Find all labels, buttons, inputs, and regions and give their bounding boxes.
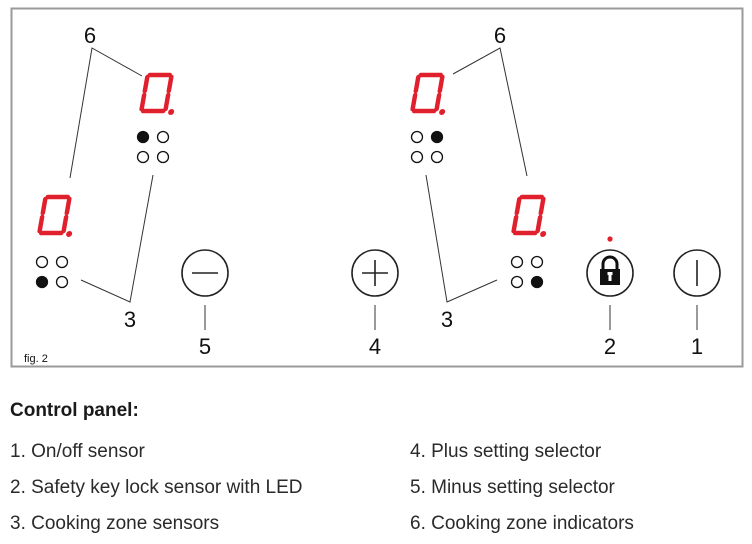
callout-lines-buttons <box>204 305 698 330</box>
callout-3-left: 3 <box>124 307 136 332</box>
minus-button[interactable] <box>181 249 229 297</box>
zone-sensor-dots[interactable] <box>410 130 444 164</box>
display-decimal-point <box>168 109 175 115</box>
sensor-dot-inactive[interactable] <box>530 255 544 269</box>
sensor-dot-inactive[interactable] <box>410 150 424 164</box>
display-segment <box>61 214 69 234</box>
sensor-dot-active[interactable] <box>430 130 444 144</box>
callout-lines-indicators <box>69 47 528 179</box>
plus-icon <box>362 260 388 286</box>
sensor-dot-inactive[interactable] <box>510 255 524 269</box>
cooking-zone-rear-right <box>410 72 446 164</box>
display-decimal-point <box>439 109 446 115</box>
legend-item-1: 1. On/off sensor <box>10 441 145 462</box>
sensor-dot-active[interactable] <box>136 130 150 144</box>
sensor-dot-inactive[interactable] <box>510 275 524 289</box>
display-segment <box>410 92 418 112</box>
display-decimal-point <box>66 231 73 237</box>
callout-3-right: 3 <box>441 307 453 332</box>
display-segment <box>142 74 150 94</box>
display-segment <box>413 74 421 94</box>
legend-item-2: 2. Safety key lock sensor with LED <box>10 477 303 498</box>
display-segment <box>434 92 442 112</box>
control-panel-figure: fig. 2 6 6 3 3 5 4 2 1 <box>10 7 744 368</box>
zone-display <box>511 194 547 237</box>
zone-display <box>410 72 446 115</box>
sensor-dot-inactive[interactable] <box>156 150 170 164</box>
display-segment <box>514 196 522 216</box>
sensor-dot-active[interactable] <box>530 275 544 289</box>
figure-caption: fig. 2 <box>24 353 48 365</box>
display-segment <box>538 196 546 216</box>
display-decimal-point <box>540 231 547 237</box>
legend-item-5: 5. Minus setting selector <box>410 477 615 498</box>
sensor-dot-inactive[interactable] <box>430 150 444 164</box>
legend-title: Control panel: <box>10 400 139 421</box>
callout-1: 1 <box>691 334 703 359</box>
cooking-zones <box>35 72 547 289</box>
callout-lines-sensors <box>80 174 498 303</box>
sensor-dot-inactive[interactable] <box>410 130 424 144</box>
lock-button[interactable] <box>586 236 634 297</box>
sensor-dot-inactive[interactable] <box>156 130 170 144</box>
sensor-dot-inactive[interactable] <box>136 150 150 164</box>
legend-item-4: 4. Plus setting selector <box>410 441 602 462</box>
lock-led-indicator <box>607 236 613 242</box>
power-button[interactable] <box>673 249 721 297</box>
display-segment <box>37 214 45 234</box>
plus-button[interactable] <box>351 249 399 297</box>
display-segment <box>64 196 72 216</box>
zone-display <box>139 72 175 115</box>
callout-2: 2 <box>604 334 616 359</box>
zone-sensor-dots[interactable] <box>510 255 544 289</box>
legend-item-6: 6. Cooking zone indicators <box>410 513 634 534</box>
cooking-zone-front-right <box>510 194 547 289</box>
display-segment <box>511 214 519 234</box>
zone-sensor-dots[interactable] <box>35 255 69 289</box>
display-segment <box>40 196 48 216</box>
sensor-dot-active[interactable] <box>35 275 49 289</box>
callout-6-right: 6 <box>494 23 506 48</box>
callout-5: 5 <box>199 334 211 359</box>
callout-6-left: 6 <box>84 23 96 48</box>
sensor-dot-inactive[interactable] <box>55 275 69 289</box>
zone-sensor-dots[interactable] <box>136 130 170 164</box>
callout-4: 4 <box>369 334 381 359</box>
cooking-zone-rear-left <box>136 72 175 164</box>
lock-icon <box>600 255 620 285</box>
cooking-zone-front-left <box>35 194 73 289</box>
legend-item-3: 3. Cooking zone sensors <box>10 513 220 534</box>
display-segment <box>535 214 543 234</box>
sensor-dot-inactive[interactable] <box>55 255 69 269</box>
zone-display <box>37 194 73 237</box>
sensor-dot-inactive[interactable] <box>35 255 49 269</box>
display-segment <box>163 92 171 112</box>
display-segment <box>166 74 174 94</box>
display-segment <box>139 92 147 112</box>
display-segment <box>437 74 445 94</box>
panel-border <box>10 7 744 368</box>
